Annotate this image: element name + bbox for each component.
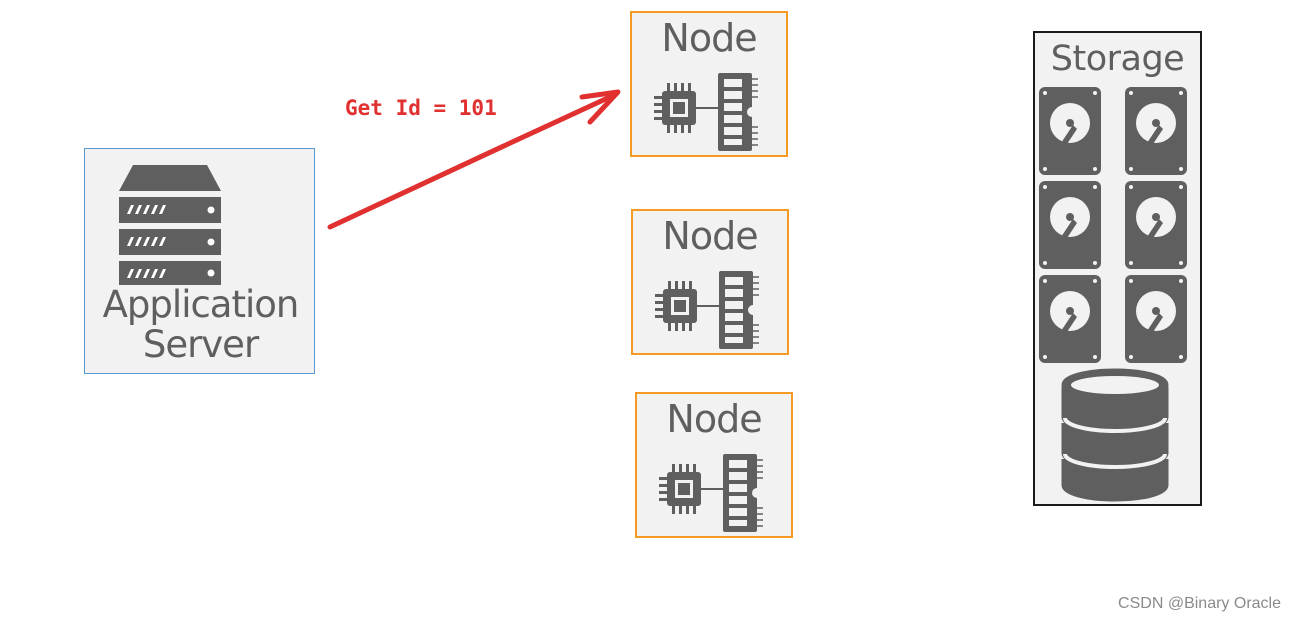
node-label-1: Node bbox=[661, 16, 757, 60]
storage-box: Storage bbox=[1033, 31, 1202, 506]
storage-label: Storage bbox=[1050, 39, 1185, 79]
storage-icons bbox=[1039, 87, 1187, 502]
watermark: CSDN @Binary Oracle bbox=[1118, 595, 1281, 612]
server-rack-icon bbox=[119, 165, 221, 285]
node-box-3: Node bbox=[635, 392, 793, 538]
cpu-chip-icon bbox=[655, 281, 719, 331]
hard-disk-icon bbox=[1125, 87, 1187, 175]
application-server-box: Application Server bbox=[84, 148, 315, 374]
cpu-chip-icon bbox=[659, 464, 723, 514]
node-label-2: Node bbox=[662, 214, 758, 258]
request-label: Get Id = 101 bbox=[345, 96, 497, 120]
cpu-memory-icon-1 bbox=[654, 73, 758, 151]
memory-module-icon bbox=[723, 454, 763, 532]
cpu-memory-icon-2 bbox=[655, 271, 759, 349]
memory-module-icon bbox=[719, 271, 759, 349]
hard-disk-icon bbox=[1039, 87, 1101, 175]
node-box-1: Node bbox=[630, 11, 788, 157]
application-server-label-line1: Application bbox=[102, 283, 300, 326]
memory-module-icon bbox=[718, 73, 758, 151]
application-server-label: Application Server bbox=[85, 285, 316, 365]
node-label-3: Node bbox=[666, 397, 762, 441]
hard-disk-icon bbox=[1125, 275, 1187, 363]
database-icon bbox=[1061, 368, 1169, 502]
node-box-2: Node bbox=[631, 209, 789, 355]
hard-disk-icon bbox=[1125, 181, 1187, 269]
application-server-label-line2: Server bbox=[142, 323, 259, 366]
cpu-chip-icon bbox=[654, 83, 718, 133]
hard-disk-icon bbox=[1039, 275, 1101, 363]
hard-disk-icon bbox=[1039, 181, 1101, 269]
cpu-memory-icon-3 bbox=[659, 454, 763, 532]
